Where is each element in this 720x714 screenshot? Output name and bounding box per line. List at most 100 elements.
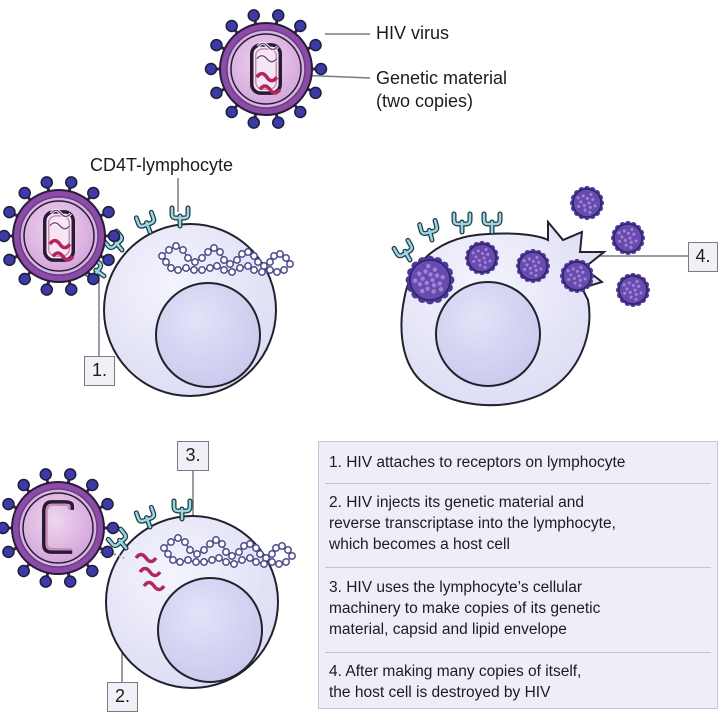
marker-2: 2. <box>107 682 138 712</box>
virion-speck <box>486 252 490 256</box>
virion-speck <box>631 283 635 287</box>
chain-bead <box>258 268 266 276</box>
spike-knob <box>86 478 99 492</box>
virion-speck <box>483 260 487 264</box>
chain-bead <box>246 540 254 548</box>
virion-speck <box>625 287 629 291</box>
virion-speck <box>578 278 582 282</box>
cell-nucleus <box>155 282 261 388</box>
label-genetic-material: Genetic material <box>376 68 508 88</box>
virion-speck <box>632 232 636 236</box>
virion-speck <box>572 276 576 280</box>
spike-knob <box>271 9 285 22</box>
chain-bead <box>244 248 252 256</box>
chain-bead <box>235 548 243 556</box>
label-two-copies: (two copies) <box>376 91 474 111</box>
chain-bead <box>218 540 226 548</box>
chain-bead <box>236 264 244 272</box>
chain-bead <box>260 560 268 568</box>
cd4-receptor <box>169 205 191 229</box>
chain-bead <box>284 546 292 554</box>
chain-bead <box>184 556 192 564</box>
step-4-line-1: 4. After making many copies of itself, <box>329 663 582 680</box>
chain-bead <box>192 558 200 566</box>
virion-speck <box>634 292 638 296</box>
virion-speck <box>426 263 431 269</box>
legend-divider <box>325 483 711 484</box>
virion <box>559 258 595 294</box>
chain-bead <box>210 244 218 252</box>
virion-speck <box>522 259 526 263</box>
virion-speck <box>523 267 527 271</box>
injected-rna-strand <box>134 552 166 592</box>
virion-speck <box>620 235 624 239</box>
step-3-line-1: 3. HIV uses the lymphocyte’s cellular <box>329 579 582 596</box>
hiv-virus-attaching <box>0 176 121 296</box>
spike-knob <box>63 575 77 588</box>
lymphocyte-stage4 <box>391 185 651 407</box>
chain-bead <box>222 558 230 566</box>
step-4-line-2: the host cell is destroyed by HIV <box>329 684 551 701</box>
spike-knob <box>0 521 10 535</box>
step-2-line-3: which becomes a host cell <box>329 536 510 553</box>
spike-knob <box>39 575 53 588</box>
spike-knob <box>3 253 16 267</box>
rna-copy-dark <box>255 71 282 95</box>
virion-speck <box>591 197 595 201</box>
virion-speck <box>430 277 435 283</box>
virion-speck <box>629 245 633 249</box>
chain-bead <box>190 266 198 274</box>
hiv-virus-top <box>204 9 328 129</box>
spike-knob <box>40 283 54 296</box>
chain-bead <box>256 550 264 558</box>
spike-knob <box>210 38 223 52</box>
spike-knob <box>225 105 238 119</box>
lymphocyte-stage1 <box>82 205 294 397</box>
virion-speck <box>577 204 581 208</box>
virion-speck <box>425 286 430 291</box>
step-4: 4. After making many copies of itself, t… <box>329 661 709 703</box>
virion-speck <box>440 275 445 280</box>
virion-speck <box>578 283 582 287</box>
cd4-receptor <box>133 504 157 530</box>
virion-speck <box>634 239 638 243</box>
spike-knob <box>64 283 78 296</box>
chain-bead <box>244 262 252 270</box>
cd4-receptor <box>133 209 157 235</box>
rna-copy-outline <box>256 42 279 63</box>
virion-speck <box>571 267 575 271</box>
virion-speck <box>537 260 541 264</box>
chain-bead <box>164 550 172 558</box>
virion-speck <box>623 291 627 295</box>
virion-speck <box>474 255 478 259</box>
spike-knob <box>309 86 322 100</box>
virion-body <box>618 275 648 305</box>
virion <box>464 240 500 276</box>
receptors <box>105 498 193 551</box>
spike-knob <box>294 19 307 33</box>
virion-speck <box>423 269 428 274</box>
label-hiv-virus: HIV virus <box>376 23 450 43</box>
virion-speck <box>434 273 440 278</box>
spike-knob <box>87 186 100 200</box>
spike-knob <box>86 564 99 578</box>
spike-knob <box>102 253 115 267</box>
spike-knob <box>102 205 115 219</box>
virion-speck <box>416 271 422 276</box>
chain-bead <box>288 552 296 560</box>
capsid-inner <box>254 48 278 90</box>
steps-legend: 1. HIV attaches to receptors on lymphocy… <box>318 441 718 709</box>
virion-speck <box>576 196 580 200</box>
step-1: 1. HIV attaches to receptors on lymphocy… <box>329 452 709 473</box>
virion-speck <box>483 265 487 269</box>
chain-bead <box>226 260 234 268</box>
virion-speck <box>639 291 643 295</box>
virion-speck <box>438 287 444 292</box>
cd4-receptor <box>417 218 440 243</box>
chain-bead <box>212 536 220 544</box>
chain-bead <box>206 264 214 272</box>
step-3-line-3: material, capsid and lipid envelope <box>329 621 567 638</box>
virion-speck <box>634 297 638 301</box>
receptor-fill <box>103 229 124 252</box>
